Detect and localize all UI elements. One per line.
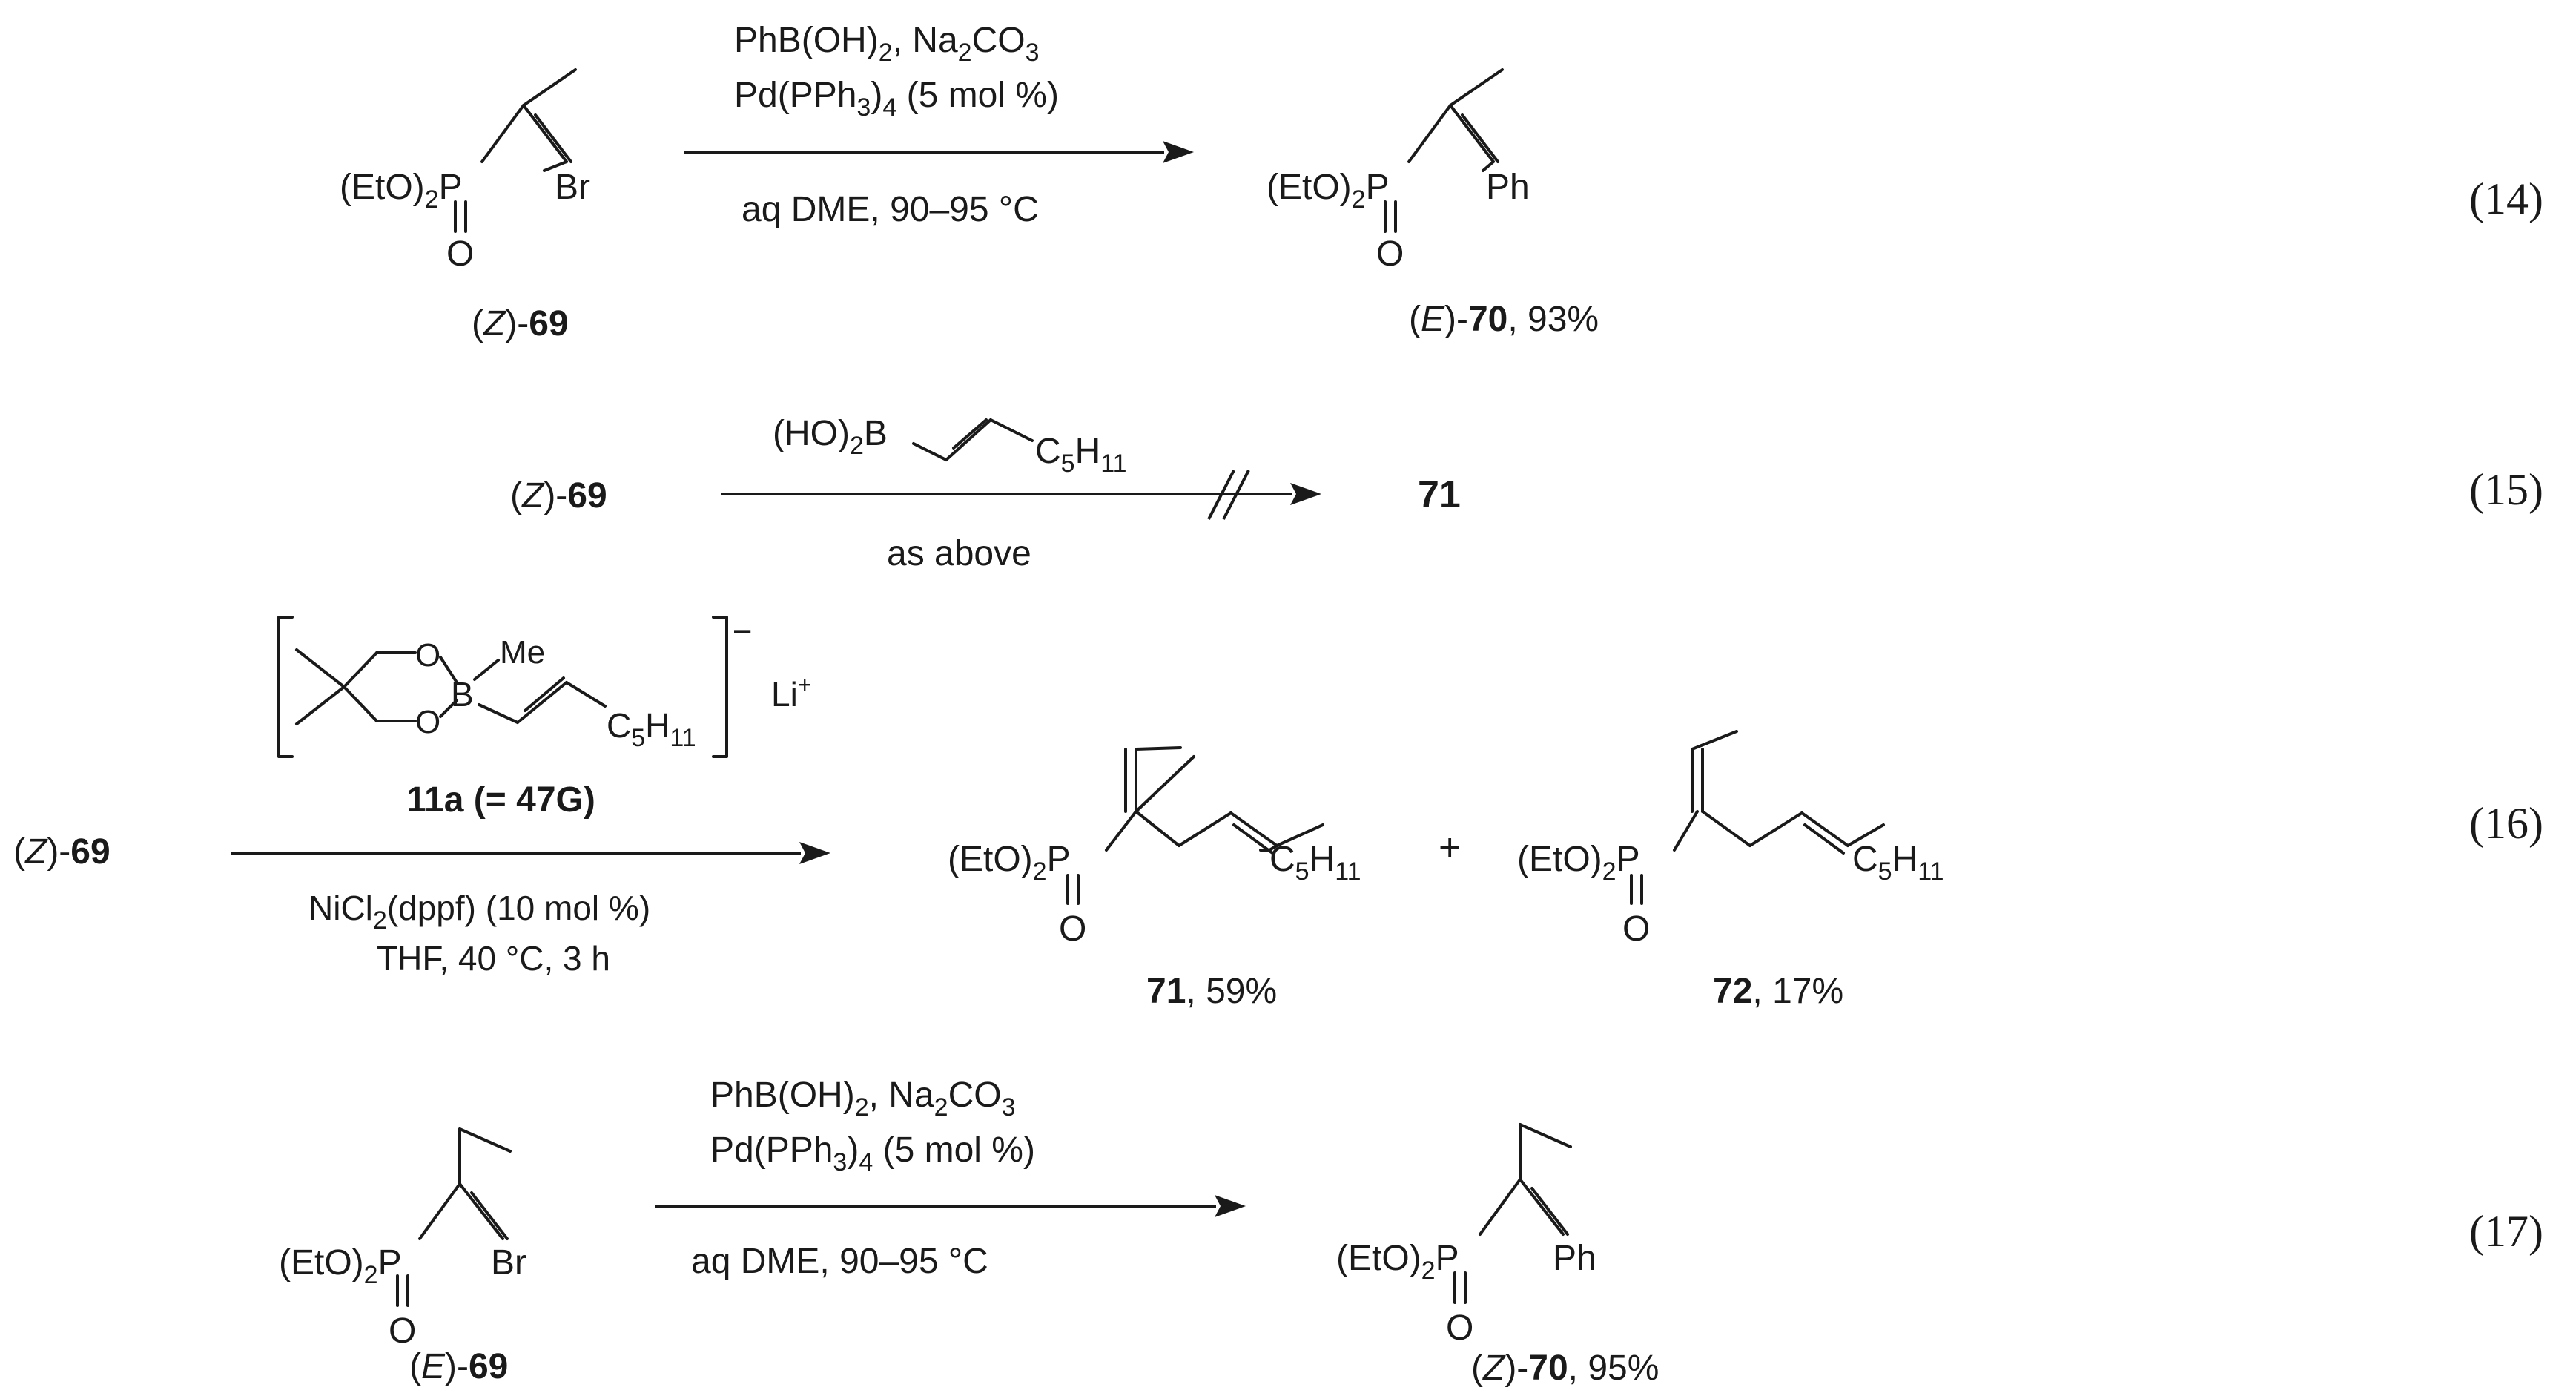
eq17-reactant-label: (E)-69 xyxy=(409,1347,508,1386)
svg-text:B: B xyxy=(451,675,474,714)
eq17-reactant-structure: (EtO)2P O Br xyxy=(279,1127,526,1351)
svg-text:O: O xyxy=(1446,1308,1473,1348)
eq16-product-72-structure: (EtO)2P O C5H11 xyxy=(1517,730,1944,949)
svg-text:C5H11: C5H11 xyxy=(1269,840,1361,886)
svg-text:O: O xyxy=(415,704,440,740)
eq17-conditions: aq DME, 90–95 °C xyxy=(691,1242,988,1281)
eq16-solvent-conditions: THF, 40 °C, 3 h xyxy=(377,939,610,978)
equation-16: (Z)-69 – O O B Me C5H11 Li+ 11a ( xyxy=(13,613,2543,1011)
eq16-borate-complex: – O O B Me C5H11 Li+ xyxy=(277,613,812,758)
eq17-arrow xyxy=(655,1195,1246,1217)
svg-text:O: O xyxy=(1376,234,1404,274)
eq16-product-72-label: 72, 17% xyxy=(1713,972,1843,1011)
svg-text:C5H11: C5H11 xyxy=(1035,432,1127,478)
eq14-reactant-label: (Z)-69 xyxy=(472,304,569,343)
equation-number-17: (17) xyxy=(2469,1207,2543,1256)
eq14-reagent-1: PhB(OH)2, Na2CO3 xyxy=(734,21,1040,67)
phenyl-label: Ph xyxy=(1486,168,1530,207)
eq15-reagent-boronic-acid: (HO)2B C5H11 xyxy=(773,414,1127,478)
svg-text:O: O xyxy=(446,234,474,274)
plus-sign: + xyxy=(1439,826,1461,869)
eq17-product-label: (Z)-70, 95% xyxy=(1471,1349,1659,1388)
svg-text:O: O xyxy=(1622,909,1650,949)
bromine-label: Br xyxy=(555,168,590,207)
equation-number-14: (14) xyxy=(2469,174,2543,223)
eq15-crossed-arrow xyxy=(721,470,1321,520)
equation-15: (Z)-69 (HO)2B C5H11 as above 71 (15) xyxy=(510,414,2543,573)
eq17-reagent-2: Pd(PPh3)4 (5 mol %) xyxy=(710,1130,1035,1176)
eq15-conditions: as above xyxy=(887,534,1031,573)
eq14-conditions: aq DME, 90–95 °C xyxy=(742,190,1039,229)
svg-text:O: O xyxy=(1059,909,1086,949)
svg-text:(EtO)2P: (EtO)2P xyxy=(340,168,463,214)
eq14-arrow xyxy=(684,141,1194,163)
eq14-product-structure: (EtO)2P O Ph xyxy=(1266,68,1530,274)
svg-text:(HO)2B: (HO)2B xyxy=(773,414,888,460)
eq16-catalyst: NiCl2(dppf) (10 mol %) xyxy=(308,889,650,935)
eq14-reactant-structure: (EtO)2P O Br xyxy=(340,68,590,274)
eq16-arrow xyxy=(231,842,830,864)
svg-text:C5H11: C5H11 xyxy=(1852,840,1944,886)
svg-text:(EtO)2P: (EtO)2P xyxy=(1517,840,1640,886)
svg-text:(EtO)2P: (EtO)2P xyxy=(948,840,1071,886)
eq16-product-71-label: 71, 59% xyxy=(1146,972,1277,1011)
eq14-product-label: (E)-70, 93% xyxy=(1409,300,1599,339)
eq17-reagent-1: PhB(OH)2, Na2CO3 xyxy=(710,1076,1016,1122)
svg-text:C5H11: C5H11 xyxy=(607,706,696,752)
equation-number-16: (16) xyxy=(2469,799,2543,848)
svg-text:O: O xyxy=(389,1311,416,1351)
equation-14: (EtO)2P O Br (Z)-69 PhB(OH)2, Na2CO3 Pd(… xyxy=(340,21,2543,343)
eq15-product-label: 71 xyxy=(1418,473,1461,516)
eq16-reagent-label: 11a (= 47G) xyxy=(406,780,595,820)
eq17-product-structure: (EtO)2P O Ph xyxy=(1336,1123,1596,1348)
equation-number-15: (15) xyxy=(2469,465,2543,514)
svg-text:(EtO)2P: (EtO)2P xyxy=(1336,1239,1459,1285)
svg-text:(EtO)2P: (EtO)2P xyxy=(1266,168,1390,214)
methyl-label: Me xyxy=(500,634,545,671)
eq16-reactant-label: (Z)-69 xyxy=(13,832,110,872)
eq15-reactant-label: (Z)-69 xyxy=(510,476,607,516)
svg-text:(EtO)2P: (EtO)2P xyxy=(279,1243,402,1289)
eq16-product-71-structure: (EtO)2P O C5H11 xyxy=(948,746,1361,949)
equation-17: (EtO)2P O Br (E)-69 PhB(OH)2, Na2CO3 Pd(… xyxy=(279,1076,2543,1388)
eq14-reagent-2: Pd(PPh3)4 (5 mol %) xyxy=(734,76,1059,122)
phenyl-label-2: Ph xyxy=(1553,1239,1596,1278)
svg-text:O: O xyxy=(415,637,440,674)
bromine-label-2: Br xyxy=(491,1243,526,1283)
lithium-cation: Li+ xyxy=(771,671,812,714)
bracket-charge: – xyxy=(734,613,751,646)
